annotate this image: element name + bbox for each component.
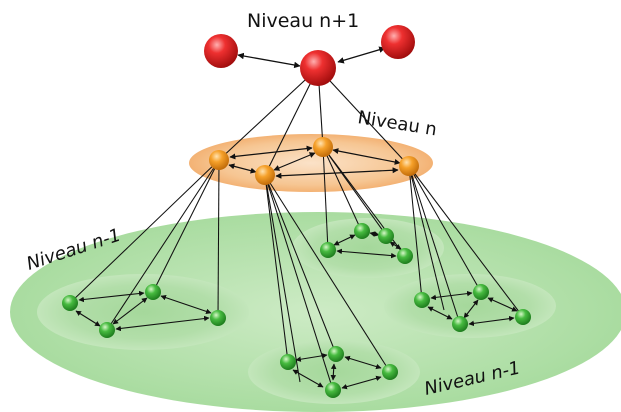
cluster-right xyxy=(384,274,556,338)
arrows-level-n-plus-1 xyxy=(237,46,386,69)
orange-node xyxy=(399,156,419,176)
level-n-nodes xyxy=(209,137,419,185)
level-n-minus-1-nodes xyxy=(62,223,531,398)
green-node xyxy=(397,248,413,264)
red-node xyxy=(381,25,415,59)
green-node xyxy=(452,316,468,332)
green-node xyxy=(382,364,398,380)
green-node xyxy=(325,382,341,398)
level-n-minus-1-plane xyxy=(10,212,621,412)
red-node xyxy=(300,50,336,86)
green-node xyxy=(328,346,344,362)
label-level-n-plus-1: Niveau n+1 xyxy=(247,10,359,32)
label-level-n: Niveau n xyxy=(356,107,438,140)
green-node xyxy=(210,310,226,326)
green-node xyxy=(99,322,115,338)
level-n-plus-1-nodes xyxy=(204,25,415,86)
green-node xyxy=(378,228,394,244)
green-node xyxy=(145,284,161,300)
arrows-level-n-minus-1 xyxy=(75,231,518,390)
green-node xyxy=(280,354,296,370)
green-node xyxy=(62,295,78,311)
green-node xyxy=(320,242,336,258)
green-node xyxy=(414,292,430,308)
orange-node xyxy=(313,137,333,157)
arrows-level-n xyxy=(228,145,401,179)
green-node xyxy=(473,284,489,300)
green-node xyxy=(515,309,531,325)
orange-node xyxy=(255,165,275,185)
green-node xyxy=(354,223,370,239)
orange-node xyxy=(209,150,229,170)
red-node xyxy=(204,34,238,68)
